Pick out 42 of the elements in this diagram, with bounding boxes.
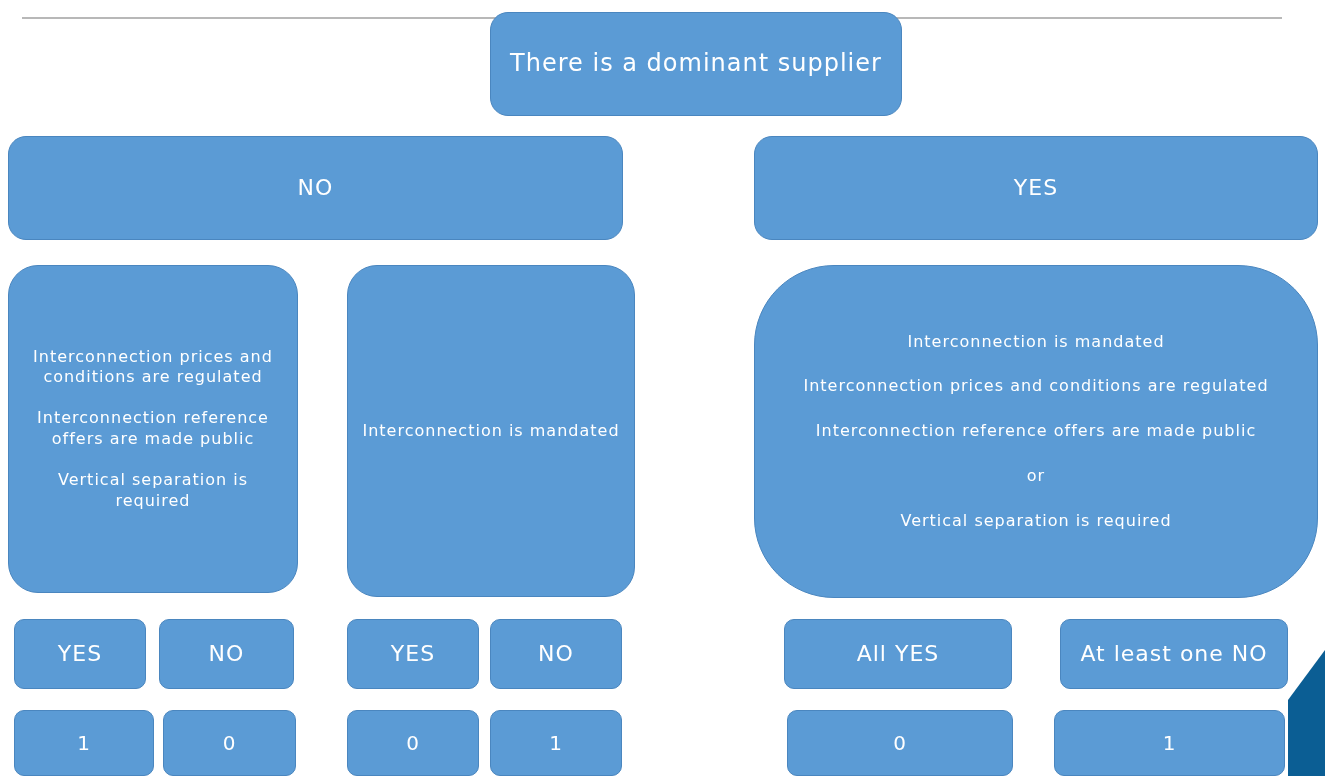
process-box bbox=[784, 619, 1012, 689]
box-text: All YES bbox=[856, 639, 940, 668]
process-box bbox=[754, 265, 1318, 598]
process-box bbox=[490, 710, 622, 776]
box-text: NO bbox=[208, 639, 245, 668]
box-text: At least one NO bbox=[1080, 639, 1268, 668]
box-text: Interconnection reference offers are made public bbox=[815, 421, 1257, 442]
process-box bbox=[14, 710, 154, 776]
box-text: Interconnection is mandated bbox=[907, 331, 1165, 353]
box-text: 0 bbox=[406, 730, 420, 756]
box-text: NO bbox=[538, 639, 574, 668]
box-text: 0 bbox=[893, 730, 907, 756]
process-box bbox=[1054, 710, 1285, 776]
process-box bbox=[347, 265, 635, 597]
box-text: 1 bbox=[549, 730, 563, 756]
box-text: Interconnection is mandated bbox=[362, 420, 620, 442]
box-text: NO bbox=[297, 173, 334, 202]
process-box bbox=[490, 12, 902, 116]
process-box bbox=[787, 710, 1013, 776]
box-text: YES bbox=[1013, 173, 1059, 202]
process-box bbox=[163, 710, 296, 776]
process-box bbox=[8, 265, 298, 593]
process-box bbox=[14, 619, 146, 689]
process-box bbox=[1060, 619, 1288, 689]
box-text: Vertical separation is required bbox=[57, 469, 249, 512]
box-text: YES bbox=[390, 639, 436, 668]
process-box bbox=[8, 136, 623, 240]
box-text: Interconnection prices and conditions are regulated bbox=[32, 346, 274, 389]
process-box bbox=[347, 710, 479, 776]
box-text: YES bbox=[57, 639, 103, 668]
box-text: Interconnection prices and conditions are regulated bbox=[803, 376, 1269, 398]
box-text: 0 bbox=[222, 730, 237, 756]
box-text: 1 bbox=[77, 730, 91, 756]
process-box bbox=[490, 619, 622, 689]
box-text: There is a dominant supplier bbox=[510, 48, 882, 80]
box-text: Interconnection reference offers are made public bbox=[36, 408, 270, 450]
process-box bbox=[347, 619, 479, 689]
process-box bbox=[159, 619, 294, 689]
process-box bbox=[754, 136, 1318, 240]
box-text: Vertical separation is required bbox=[900, 510, 1172, 532]
box-text: or bbox=[1026, 465, 1046, 487]
box-text: 1 bbox=[1162, 730, 1177, 756]
